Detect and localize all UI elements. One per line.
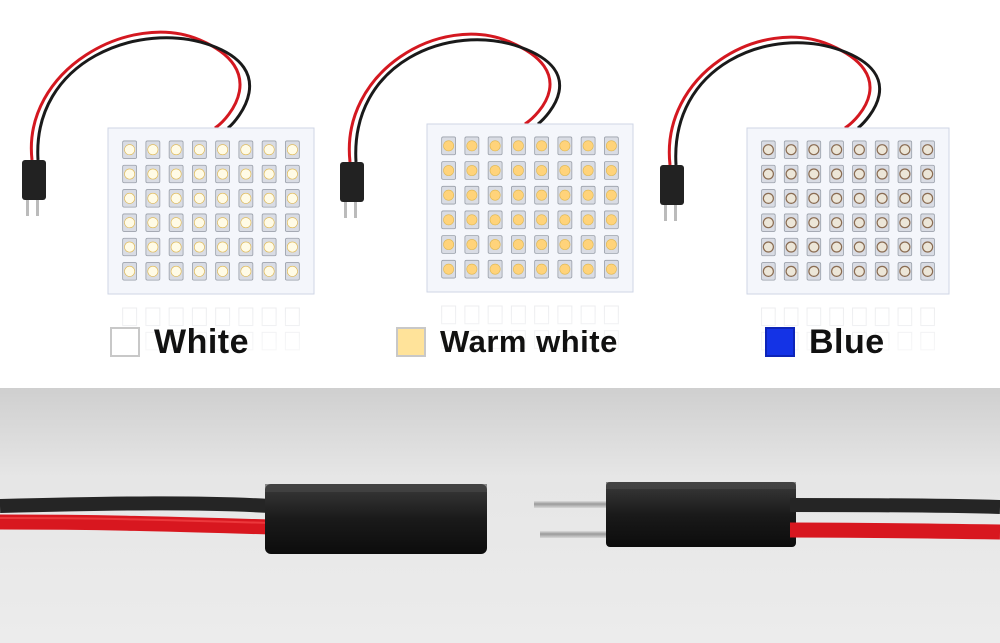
label-white: White — [110, 318, 249, 366]
male-connector — [534, 482, 796, 547]
color-swatch-warm-white — [396, 327, 426, 357]
label-warm-white-text: Warm white — [440, 324, 618, 359]
color-swatch-white — [110, 327, 140, 357]
connector-closeup — [0, 388, 1000, 643]
led-panel-white — [22, 30, 315, 388]
led-panel-warm-white — [340, 32, 634, 386]
color-swatch-blue — [765, 327, 795, 357]
label-blue-text: Blue — [809, 322, 885, 361]
female-connector — [265, 484, 487, 554]
label-blue: Blue — [765, 318, 885, 366]
label-white-text: White — [154, 322, 250, 361]
label-warm-white: Warm white — [396, 318, 618, 366]
